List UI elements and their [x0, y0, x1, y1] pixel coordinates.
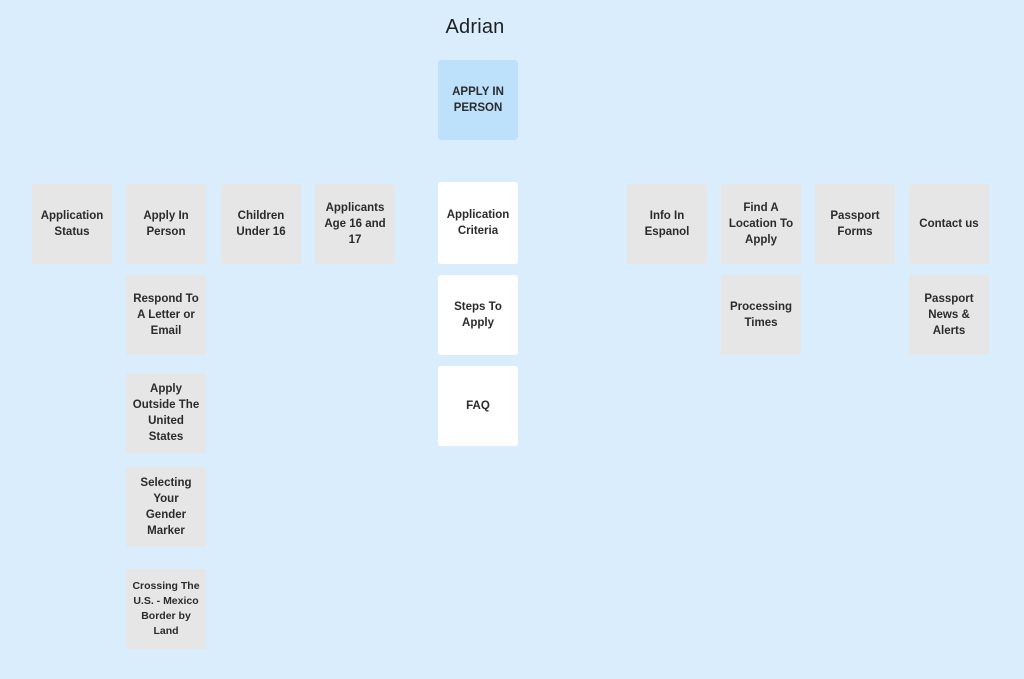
- node-contact-us[interactable]: Contact us: [909, 184, 989, 264]
- node-applicants-age-16-17[interactable]: Applicants Age 16 and 17: [315, 184, 395, 264]
- node-passport-forms[interactable]: Passport Forms: [815, 184, 895, 264]
- node-children-under-16[interactable]: Children Under 16: [221, 184, 301, 264]
- node-passport-news-alerts[interactable]: Passport News & Alerts: [909, 275, 989, 355]
- node-selecting-gender-marker[interactable]: Selecting Your Gender Marker: [126, 467, 206, 547]
- node-respond-to-letter[interactable]: Respond To A Letter or Email: [126, 275, 206, 355]
- node-processing-times[interactable]: Processing Times: [721, 275, 801, 355]
- diagram-title: Adrian: [445, 16, 505, 38]
- node-faq[interactable]: FAQ: [438, 366, 518, 446]
- node-steps-to-apply[interactable]: Steps To Apply: [438, 275, 518, 355]
- node-application-status[interactable]: Application Status: [32, 184, 112, 264]
- root-node-apply-in-person[interactable]: APPLY IN PERSON: [438, 60, 518, 140]
- node-apply-outside-us[interactable]: Apply Outside The United States: [126, 373, 206, 453]
- node-apply-in-person[interactable]: Apply In Person: [126, 184, 206, 264]
- node-info-in-espanol[interactable]: Info In Espanol: [627, 184, 707, 264]
- node-find-location[interactable]: Find A Location To Apply: [721, 184, 801, 264]
- node-application-criteria[interactable]: Application Criteria: [438, 182, 518, 264]
- node-crossing-border[interactable]: Crossing The U.S. - Mexico Border by Lan…: [126, 569, 206, 649]
